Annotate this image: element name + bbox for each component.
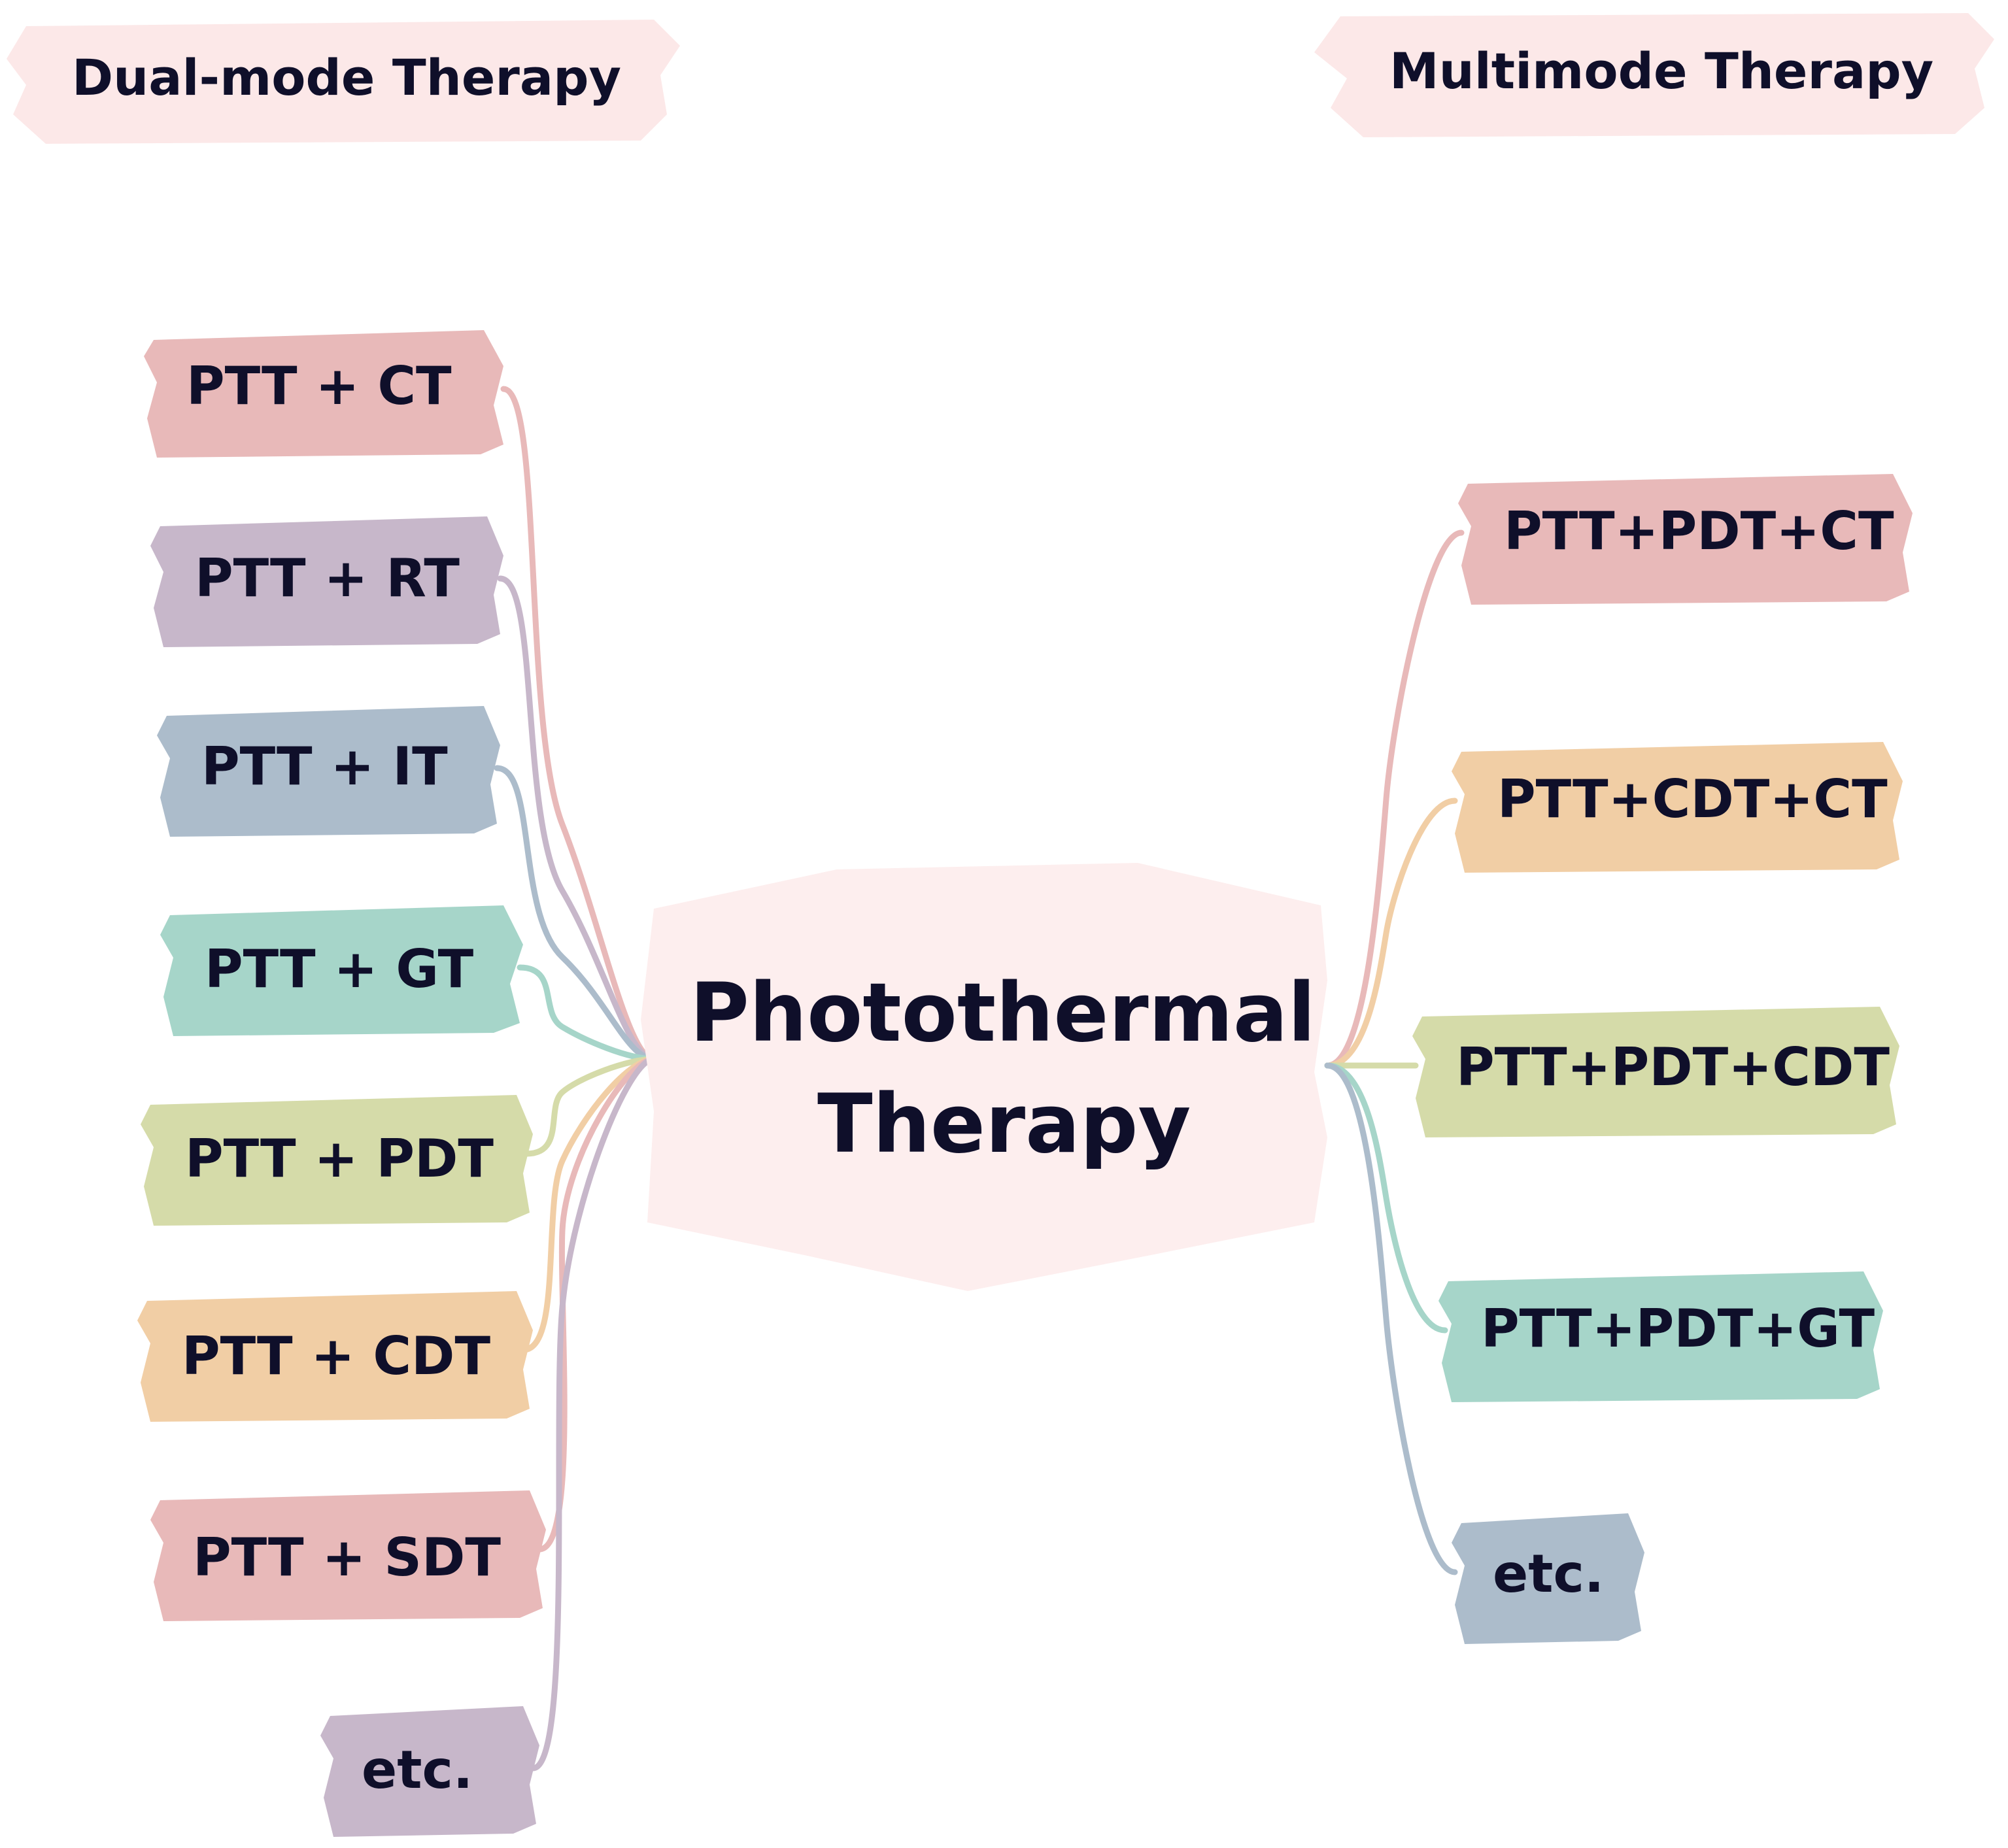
- central-node-line1: Photothermal: [690, 966, 1316, 1060]
- connector-line: [1324, 1062, 1448, 1334]
- right-node-bg: [1438, 1271, 1883, 1402]
- right-node-label: etc.: [1493, 1543, 1604, 1604]
- left-node-label: PTT + PDT: [185, 1128, 494, 1189]
- connector-line: [523, 1056, 657, 1157]
- connector-line: [1324, 798, 1458, 1069]
- central-node: Photothermal Therapy: [641, 863, 1327, 1291]
- right-node-bg: [1458, 474, 1913, 605]
- right-node-label: PTT+PDT+CT: [1504, 501, 1894, 562]
- header-multimode-text: Multimode Therapy: [1389, 42, 1933, 100]
- left-node-bg: [141, 1095, 533, 1226]
- connector-line: [520, 1056, 657, 1353]
- connector-line: [500, 386, 657, 1062]
- header-dual-mode-bg: [7, 20, 680, 144]
- right-node-label: PTT+PDT+CDT: [1456, 1037, 1890, 1098]
- left-node-bg: [137, 1291, 533, 1422]
- left-node: PTT + GT: [160, 905, 523, 1036]
- left-node-label: PTT + CDT: [182, 1326, 490, 1386]
- left-node-label: PTT + RT: [195, 548, 460, 609]
- left-node: etc.: [320, 1706, 539, 1837]
- connector-line: [1324, 1062, 1458, 1575]
- left-node-label: PTT + IT: [201, 736, 448, 797]
- right-node-label: PTT+PDT+GT: [1481, 1298, 1875, 1359]
- connector-lines: [494, 386, 1465, 1772]
- connector-line: [497, 575, 657, 1062]
- right-node-bg: [1452, 742, 1903, 873]
- left-node: PTT + SDT: [150, 1490, 546, 1621]
- right-node-bg: [1452, 1513, 1644, 1644]
- left-node-label: PTT + CT: [186, 356, 452, 416]
- left-node: PTT + CT: [144, 330, 503, 458]
- right-node: PTT+CDT+CT: [1452, 742, 1903, 873]
- header-dual-mode: Dual-mode Therapy: [7, 20, 680, 144]
- connector-line: [530, 1056, 657, 1772]
- left-node-bg: [150, 1490, 546, 1621]
- right-node: PTT+PDT+CDT: [1412, 1007, 1899, 1137]
- connector-line: [494, 765, 657, 1062]
- connector-line: [1324, 529, 1465, 1069]
- central-node-bg: [641, 863, 1327, 1291]
- central-node-line2: Therapy: [817, 1077, 1191, 1171]
- header-multimode: Multimode Therapy: [1314, 13, 1994, 137]
- left-node-bg: [150, 516, 503, 647]
- left-node-label: PTT + SDT: [193, 1527, 501, 1588]
- header-dual-mode-text: Dual-mode Therapy: [72, 48, 621, 107]
- left-node: PTT + PDT: [141, 1095, 533, 1226]
- right-node-bg: [1412, 1007, 1899, 1137]
- right-node: etc.: [1452, 1513, 1644, 1644]
- left-node-label: etc.: [362, 1739, 473, 1800]
- right-node: PTT+PDT+GT: [1438, 1271, 1883, 1402]
- left-node-bg: [160, 905, 523, 1036]
- right-node-label: PTT+CDT+CT: [1497, 769, 1888, 830]
- right-node: PTT+PDT+CT: [1458, 474, 1913, 605]
- left-node: PTT + IT: [157, 706, 500, 837]
- header-multimode-bg: [1314, 13, 1994, 137]
- left-node-bg: [157, 706, 500, 837]
- connector-line: [517, 964, 657, 1062]
- left-node-label: PTT + GT: [205, 939, 474, 1000]
- left-node-bg: [144, 330, 503, 458]
- left-node-bg: [320, 1706, 539, 1837]
- left-node: PTT + RT: [150, 516, 503, 647]
- left-node: PTT + CDT: [137, 1291, 533, 1422]
